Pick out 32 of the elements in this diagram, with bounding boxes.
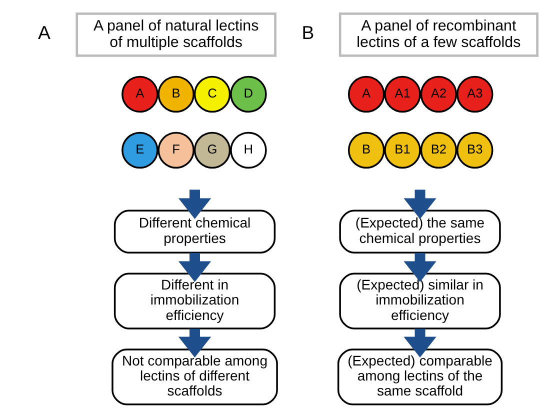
node-circle: D <box>230 76 267 113</box>
arrow <box>404 328 436 358</box>
arrow <box>404 190 436 219</box>
node-box: (Expected) comparable among lectins of the same scaffold <box>337 348 503 406</box>
node-circle: H <box>230 132 267 169</box>
label: A <box>38 22 50 44</box>
node-circle: E <box>122 132 158 169</box>
node-circle: C <box>194 76 231 113</box>
node-circle: A <box>348 76 385 113</box>
node-circle: F <box>158 132 194 169</box>
node-circle: A2 <box>420 76 458 113</box>
node-circle: B <box>348 132 385 169</box>
node-circle: A1 <box>384 76 421 113</box>
node-circle: B3 <box>456 132 494 169</box>
node-box: Different chemical properties <box>114 210 276 254</box>
arrow <box>178 328 212 358</box>
node-box: A panel of recombinant lectins of a few scaffolds <box>338 12 538 57</box>
node-circle: G <box>194 132 231 169</box>
node-box: Different in immobilization efficiency <box>114 272 276 330</box>
arrow <box>178 190 212 219</box>
node-box: (Expected) the same chemical properties <box>339 210 501 254</box>
node-circle: B <box>158 76 194 113</box>
arrow <box>404 252 436 282</box>
label: B <box>302 22 314 44</box>
node-circle: B2 <box>420 132 458 169</box>
node-circle: A <box>122 76 158 113</box>
node-box: A panel of natural lectins of multiple scaffolds <box>76 12 276 57</box>
node-circle: A3 <box>456 76 494 113</box>
arrow <box>178 252 212 282</box>
node-box: Not comparable among lectins of different scaffolds <box>112 348 278 406</box>
node-box: (Expected) similar in immobilization efficiency <box>339 272 501 330</box>
node-circle: B1 <box>384 132 421 169</box>
